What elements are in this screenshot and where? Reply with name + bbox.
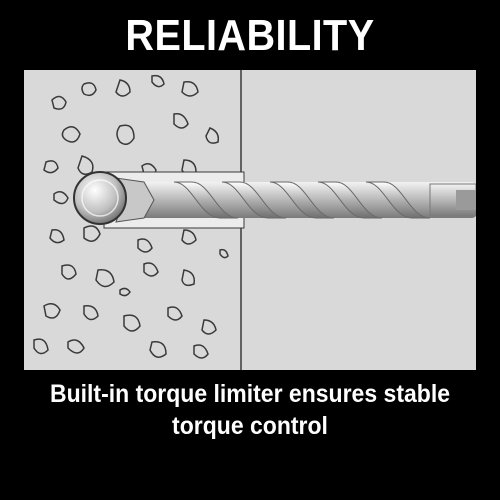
drill-bit-in-concrete-icon	[24, 70, 476, 370]
drill-bit	[73, 171, 476, 225]
feature-title: RELIABILITY	[125, 11, 375, 60]
feature-caption: Built-in torque limiter ensures stable t…	[20, 378, 480, 442]
wall-surface	[241, 70, 476, 370]
caption-line-2: torque control	[172, 412, 328, 440]
caption-line-1: Built-in torque limiter ensures stable	[49, 380, 451, 408]
